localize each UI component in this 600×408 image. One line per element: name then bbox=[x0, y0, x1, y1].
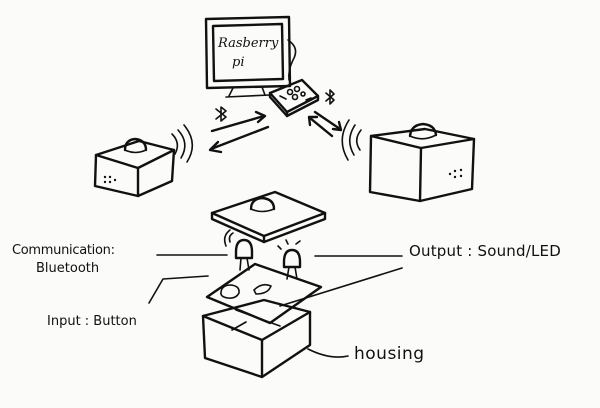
raspberry-pi-board bbox=[268, 78, 320, 118]
bluetooth-icon bbox=[325, 89, 335, 105]
label-communication: Communication: bbox=[12, 243, 115, 258]
speaker-grille-icon bbox=[103, 175, 117, 184]
sound-wave-icon bbox=[341, 119, 362, 161]
leader-housing bbox=[307, 348, 349, 358]
label-input: Input : Button bbox=[47, 314, 137, 329]
button-icon bbox=[220, 284, 240, 299]
led-icon bbox=[277, 239, 302, 280]
monitor-text-line2: pi bbox=[232, 55, 245, 70]
lid bbox=[210, 190, 327, 244]
circuit-board bbox=[205, 262, 323, 325]
right-device bbox=[368, 122, 476, 203]
sound-wave-icon bbox=[171, 124, 194, 163]
monitor-text-line1: Rasberry bbox=[218, 36, 279, 51]
housing-box bbox=[201, 298, 312, 379]
left-device bbox=[93, 137, 176, 198]
label-housing: housing bbox=[354, 344, 425, 364]
leader-input bbox=[148, 275, 209, 304]
right-double-arrow bbox=[307, 110, 343, 138]
monitor bbox=[204, 15, 297, 98]
speaker-grille-icon bbox=[448, 168, 463, 179]
bluetooth-icon bbox=[215, 106, 227, 122]
left-double-arrow bbox=[208, 110, 270, 154]
label-bluetooth: Bluetooth bbox=[36, 261, 100, 276]
label-output: Output : Sound/LED bbox=[409, 242, 561, 260]
